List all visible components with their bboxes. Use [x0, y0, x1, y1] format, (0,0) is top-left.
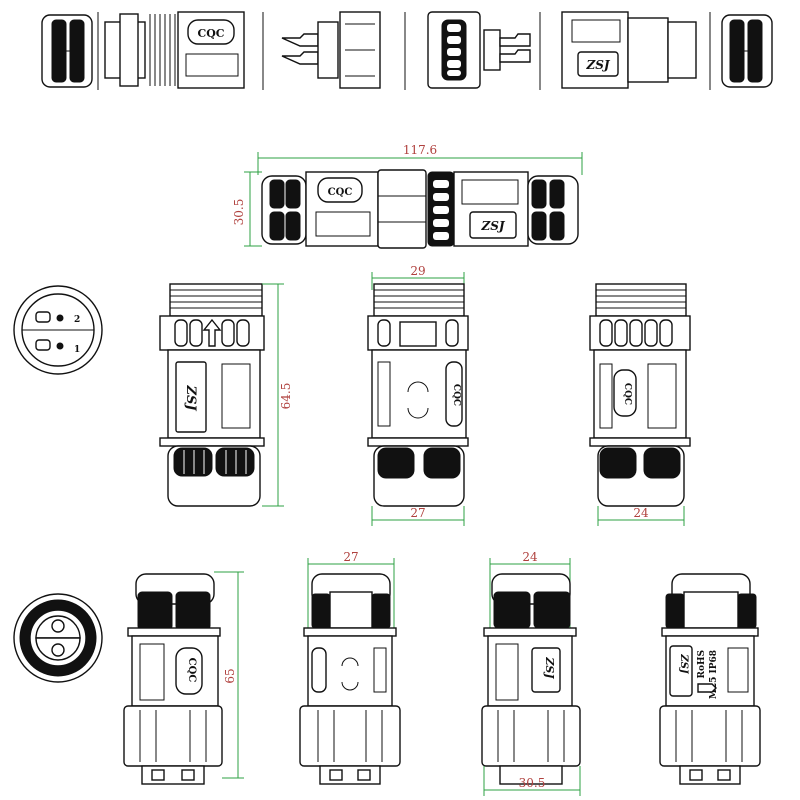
assembled-view: 117.6 30.5 CQC ZSJ — [232, 143, 583, 249]
arrow-up-icon — [202, 318, 222, 347]
female-bottom-width-label: 30.5 — [519, 776, 546, 790]
assembled-length-label: 117.6 — [403, 143, 437, 157]
female-side-view-zsj: 24 ZSJ 30.5 — [481, 550, 581, 796]
rohs-label: RoHS — [697, 650, 707, 679]
male-side-zsj-logo: ZSJ — [183, 384, 198, 411]
right-gland-nut — [721, 14, 773, 88]
female-top-width-a-label: 27 — [343, 550, 358, 564]
right-socket-body: ZSJ — [561, 11, 697, 89]
pin-2-label: 2 — [74, 315, 80, 325]
wrench-icon — [697, 683, 717, 693]
female-side-zsj-logo: ZSJ — [543, 656, 556, 679]
female-rohs-zsj-logo: ZSJ — [678, 653, 689, 675]
exploded-view: CQC — [41, 11, 773, 90]
female-length-label: 65 — [223, 668, 237, 683]
male-face-view: 2 1 — [13, 285, 103, 375]
male-side-view-back: CQC 24 — [589, 283, 691, 526]
male-width-label: 29 — [410, 264, 425, 278]
coupling-nut — [427, 11, 531, 89]
assembled-height-label: 30.5 — [232, 199, 246, 226]
male-side-view-cqc: 29 CQC 27 — [367, 264, 469, 526]
male-body-width-b-label: 24 — [633, 506, 649, 520]
male-side-view-zsj: ZSJ 64.5 — [159, 283, 293, 507]
female-ce-mark-icon — [341, 657, 359, 691]
pin-1-label: 1 — [74, 345, 80, 355]
assembled-cqc-logo: CQC — [328, 187, 353, 198]
female-side-view-cqc: CQC 65 — [123, 571, 244, 785]
left-plug-body: CQC — [104, 11, 245, 89]
female-side-cqc-logo: CQC — [186, 658, 197, 683]
male-body-width-a-label: 27 — [410, 506, 425, 520]
male-length-label: 64.5 — [279, 383, 293, 410]
cqc-logo: CQC — [197, 27, 224, 40]
thread-rating-label: M25 IP68 — [709, 650, 719, 699]
ce-mark-icon — [407, 381, 429, 419]
male-back-cqc-logo: CQC — [622, 383, 632, 405]
female-face-view — [13, 593, 103, 683]
left-gland-nut — [41, 14, 93, 88]
male-side-cqc-logo: CQC — [451, 384, 461, 406]
zsj-logo: ZSJ — [585, 58, 610, 72]
assembled-zsj-logo: ZSJ — [480, 219, 505, 233]
female-side-view-rohs: ZSJ RoHS M25 IP68 — [659, 573, 761, 785]
female-top-width-b-label: 24 — [522, 550, 538, 564]
left-pin-insert — [281, 11, 381, 89]
female-side-view-ce: 27 — [299, 550, 401, 785]
